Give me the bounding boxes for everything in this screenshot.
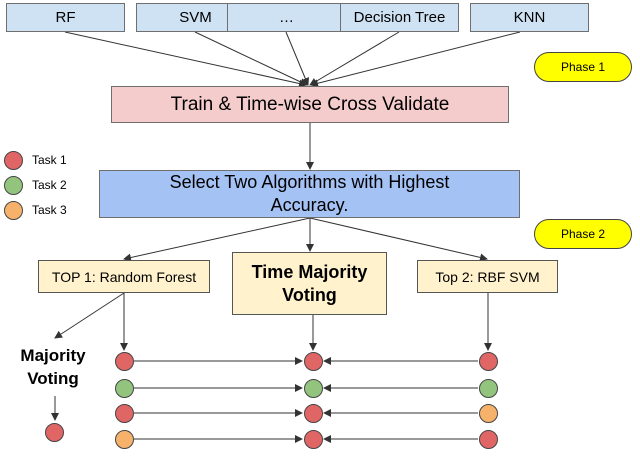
phase-2-badge: Phase 2 (534, 219, 632, 249)
train-cross-validate-box: Train & Time-wise Cross Validate (111, 86, 509, 123)
select-line-2: Accuracy. (270, 195, 349, 215)
time-majority-voting-box: Time Majority Voting (232, 252, 387, 315)
phase-1-badge: Phase 1 (534, 52, 632, 82)
top1-prediction-2 (115, 379, 134, 398)
time-majority-line-1: Time Majority (251, 261, 368, 282)
top2-prediction-4 (479, 430, 498, 449)
time-majority-line-2: Voting (282, 284, 337, 305)
top2-prediction-3 (479, 404, 498, 423)
algorithm-ellipsis: … (227, 3, 346, 32)
select-algorithms-box: Select Two Algorithms with Highest Accur… (99, 170, 520, 218)
top1-prediction-1 (115, 352, 134, 371)
legend-label: Task 1 (32, 153, 67, 167)
time-majority-prediction-2 (304, 379, 323, 398)
task-2-dot (4, 175, 23, 195)
top2-prediction-2 (479, 379, 498, 398)
select-line-1: Select Two Algorithms with Highest (169, 172, 450, 192)
legend-task-3: Task 3 (4, 200, 67, 220)
legend-label: Task 3 (32, 203, 67, 217)
top2-rbf-svm-box: Top 2: RBF SVM (417, 260, 558, 293)
legend-label: Task 2 (32, 178, 67, 192)
task-1-dot (4, 150, 23, 170)
majority-voting-line-1: Majority (20, 346, 86, 365)
legend-task-2: Task 2 (4, 175, 67, 195)
top1-prediction-4 (115, 430, 134, 449)
task-3-dot (4, 200, 23, 220)
algorithm-decision-tree: Decision Tree (340, 3, 459, 32)
top1-prediction-3 (115, 404, 134, 423)
top2-prediction-1 (479, 352, 498, 371)
time-majority-prediction-1 (304, 352, 323, 371)
time-majority-prediction-3 (304, 404, 323, 423)
top1-random-forest-box: TOP 1: Random Forest (38, 260, 210, 293)
legend-task-1: Task 1 (4, 150, 67, 170)
algorithm-knn: KNN (470, 3, 589, 32)
majority-voting-label: Majority Voting (8, 344, 98, 390)
majority-voting-result (45, 423, 64, 442)
majority-voting-line-2: Voting (27, 369, 79, 388)
time-majority-prediction-4 (304, 430, 323, 449)
algorithm-rf: RF (6, 3, 125, 32)
